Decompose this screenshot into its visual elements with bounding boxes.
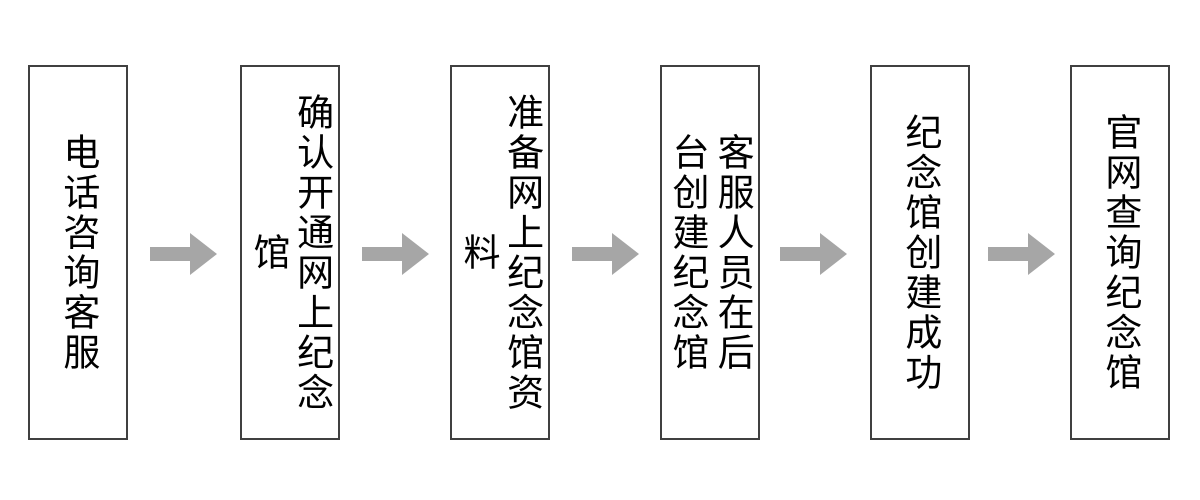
flow-step-1-label: 电话咨询客服 bbox=[56, 132, 100, 373]
flow-step-6[interactable]: 官网查询纪念馆 bbox=[1070, 65, 1170, 440]
flow-arrow-1 bbox=[150, 232, 218, 276]
flow-arrow-4 bbox=[780, 232, 848, 276]
flow-arrow-5 bbox=[988, 232, 1056, 276]
flow-step-4-label: 客服人员在后台创建纪念馆 bbox=[666, 132, 755, 373]
flow-arrow-2 bbox=[362, 232, 430, 276]
flow-arrow-3 bbox=[572, 232, 640, 276]
flow-step-3[interactable]: 准备网上纪念馆资料 bbox=[450, 65, 550, 440]
flow-step-2[interactable]: 确认开通网上纪念馆 bbox=[240, 65, 340, 440]
flow-step-4[interactable]: 客服人员在后台创建纪念馆 bbox=[660, 65, 760, 440]
flow-step-6-label: 官网查询纪念馆 bbox=[1098, 112, 1142, 393]
flow-step-5-label: 纪念馆创建成功 bbox=[898, 112, 942, 393]
flow-step-2-label: 确认开通网上纪念馆 bbox=[247, 92, 334, 413]
flow-step-1[interactable]: 电话咨询客服 bbox=[28, 65, 128, 440]
flow-step-3-label: 准备网上纪念馆资料 bbox=[457, 92, 544, 413]
flow-step-5[interactable]: 纪念馆创建成功 bbox=[870, 65, 970, 440]
